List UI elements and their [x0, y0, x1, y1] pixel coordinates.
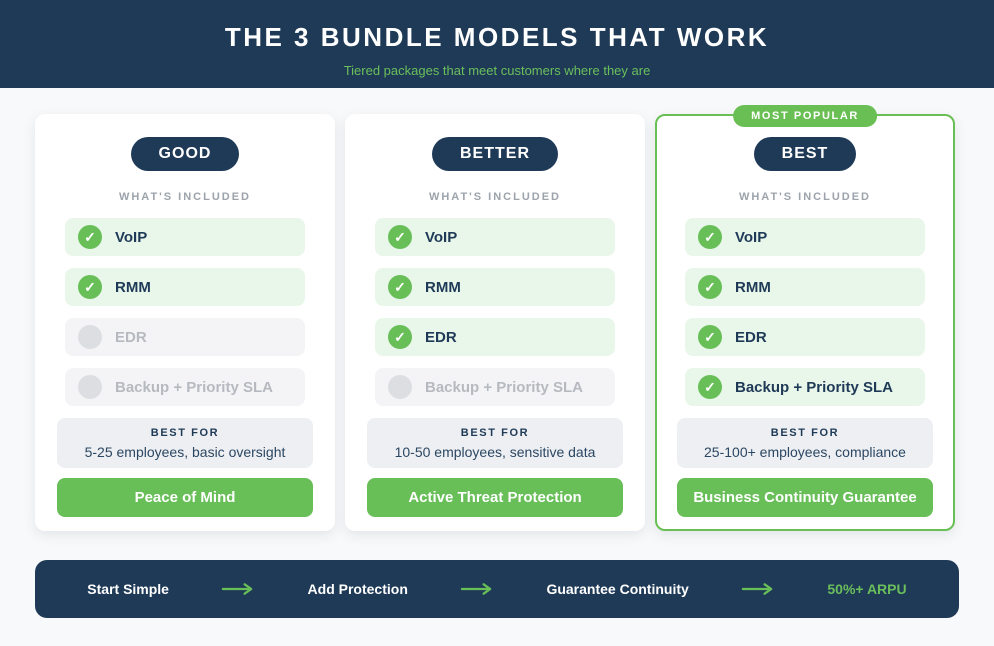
tier-badge-best: BEST — [753, 137, 857, 171]
check-icon: ✓ — [698, 325, 722, 349]
best-for-heading: BEST FOR — [460, 427, 530, 439]
feature-label: RMM — [115, 278, 151, 296]
step-start-simple: Start Simple — [87, 581, 169, 597]
arrow-right-icon — [741, 583, 773, 595]
tier-pill-wrap: GOOD — [65, 137, 305, 171]
feature-list: ✓ VoIP ✓ RMM EDR Backup + Priority SLA — [65, 218, 305, 406]
tier-badge-better: BETTER — [432, 137, 558, 171]
included-heading: WHAT'S INCLUDED — [738, 191, 871, 203]
card-best: MOST POPULAR BEST WHAT'S INCLUDED ✓ VoIP… — [655, 105, 955, 531]
tier-pill-wrap: BEST — [685, 137, 925, 171]
feature-label: Backup + Priority SLA — [735, 378, 893, 396]
feature-label: EDR — [115, 328, 147, 346]
check-icon: ✓ — [388, 325, 412, 349]
check-icon: ✓ — [388, 275, 412, 299]
best-for-heading: BEST FOR — [770, 427, 840, 439]
feature-label: EDR — [735, 328, 767, 346]
header-banner: THE 3 BUNDLE MODELS THAT WORK Tiered pac… — [0, 0, 994, 88]
feature-voip: ✓ VoIP — [65, 218, 305, 256]
empty-circle-icon — [78, 375, 102, 399]
feature-label: VoIP — [425, 228, 458, 246]
most-popular-badge: MOST POPULAR — [733, 105, 877, 127]
feature-voip: ✓ VoIP — [375, 218, 615, 256]
tier-pill-wrap: BETTER — [375, 137, 615, 171]
check-icon: ✓ — [698, 275, 722, 299]
check-icon: ✓ — [78, 225, 102, 249]
feature-rmm: ✓ RMM — [375, 268, 615, 306]
card-better: BETTER WHAT'S INCLUDED ✓ VoIP ✓ RMM ✓ ED… — [345, 114, 645, 531]
pricing-cards: GOOD WHAT'S INCLUDED ✓ VoIP ✓ RMM EDR Ba… — [0, 105, 994, 531]
feature-label: VoIP — [115, 228, 148, 246]
feature-list: ✓ VoIP ✓ RMM ✓ EDR Backup + Priority SLA — [375, 218, 615, 406]
feature-edr: ✓ EDR — [685, 318, 925, 356]
best-for-text: 5-25 employees, basic oversight — [84, 444, 286, 460]
cta-peace-of-mind-button[interactable]: Peace of Mind — [57, 478, 313, 517]
step-add-protection: Add Protection — [307, 581, 408, 597]
cta-active-threat-protection-button[interactable]: Active Threat Protection — [367, 478, 623, 517]
feature-label: Backup + Priority SLA — [115, 378, 273, 396]
step-guarantee-continuity: Guarantee Continuity — [546, 581, 689, 597]
progression-bar: Start Simple Add Protection Guarantee Co… — [35, 560, 959, 618]
feature-label: EDR — [425, 328, 457, 346]
feature-backup-sla: ✓ Backup + Priority SLA — [685, 368, 925, 406]
feature-label: RMM — [735, 278, 771, 296]
feature-edr: ✓ EDR — [375, 318, 615, 356]
page-subtitle: Tiered packages that meet customers wher… — [343, 63, 651, 78]
best-for-box: BEST FOR 10-50 employees, sensitive data — [367, 418, 623, 468]
feature-list: ✓ VoIP ✓ RMM ✓ EDR ✓ Backup + Priority S… — [685, 218, 925, 406]
best-for-heading: BEST FOR — [150, 427, 220, 439]
feature-backup-sla: Backup + Priority SLA — [375, 368, 615, 406]
check-icon: ✓ — [698, 225, 722, 249]
feature-label: RMM — [425, 278, 461, 296]
arpu-result-label: 50%+ ARPU — [827, 581, 907, 597]
feature-backup-sla: Backup + Priority SLA — [65, 368, 305, 406]
empty-circle-icon — [388, 375, 412, 399]
best-for-box: BEST FOR 5-25 employees, basic oversight — [57, 418, 313, 468]
page-title: THE 3 BUNDLE MODELS THAT WORK — [224, 22, 770, 52]
included-heading: WHAT'S INCLUDED — [118, 191, 251, 203]
feature-rmm: ✓ RMM — [65, 268, 305, 306]
card-good: GOOD WHAT'S INCLUDED ✓ VoIP ✓ RMM EDR Ba… — [35, 114, 335, 531]
best-for-text: 10-50 employees, sensitive data — [394, 444, 596, 460]
feature-rmm: ✓ RMM — [685, 268, 925, 306]
tier-badge-good: GOOD — [130, 137, 240, 171]
feature-edr: EDR — [65, 318, 305, 356]
best-for-box: BEST FOR 25-100+ employees, compliance — [677, 418, 933, 468]
feature-voip: ✓ VoIP — [685, 218, 925, 256]
arrow-right-icon — [222, 583, 253, 595]
check-icon: ✓ — [698, 375, 722, 399]
arrow-right-icon — [460, 583, 492, 595]
feature-label: Backup + Priority SLA — [425, 378, 583, 396]
cta-business-continuity-button[interactable]: Business Continuity Guarantee — [677, 478, 933, 517]
included-heading: WHAT'S INCLUDED — [428, 191, 561, 203]
empty-circle-icon — [78, 325, 102, 349]
best-for-text: 25-100+ employees, compliance — [704, 444, 906, 460]
check-icon: ✓ — [78, 275, 102, 299]
feature-label: VoIP — [735, 228, 768, 246]
check-icon: ✓ — [388, 225, 412, 249]
